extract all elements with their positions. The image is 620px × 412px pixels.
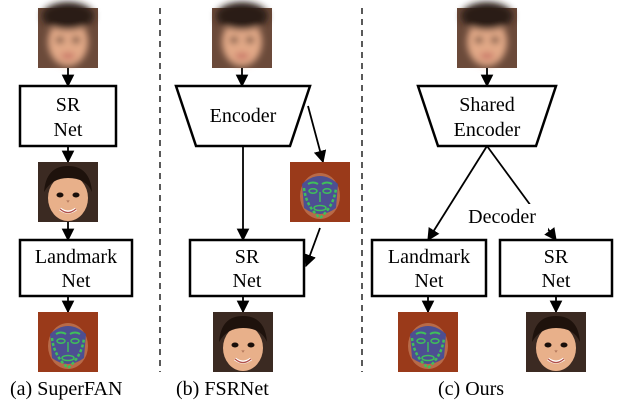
- encoder-trapezoid: [174, 84, 312, 148]
- arrow: [304, 227, 321, 268]
- landmark-net-box: [18, 238, 134, 298]
- decoder-label: Decoder: [468, 206, 536, 228]
- sr-net-box: [18, 84, 118, 148]
- landmark-net-label-line1: Landmark: [388, 246, 470, 268]
- landmark-face-image: [396, 310, 460, 374]
- landmark-net-label-line2: Net: [415, 270, 444, 292]
- sr-net-label-line2: Net: [542, 270, 571, 292]
- landmark-face-image: [36, 310, 100, 374]
- landmark-net-box: [370, 238, 488, 298]
- high-res-face-image: [36, 160, 100, 224]
- caption-superfan: (a) SuperFAN: [10, 378, 123, 400]
- shared-encoder-label-line1: Shared: [459, 94, 515, 116]
- high-res-face-image: [524, 310, 588, 374]
- landmark-face-image: [288, 160, 352, 224]
- sr-net-label-line1: SR: [56, 94, 81, 116]
- column-fsrnet: Encoder SR Net: [174, 2, 352, 374]
- arrow: [427, 145, 488, 242]
- low-res-face-image: [457, 2, 517, 68]
- caption-fsrnet: (b) FSRNet: [176, 378, 269, 400]
- sr-net-label-line2: Net: [54, 119, 83, 141]
- landmark-net-label-line2: Net: [62, 270, 91, 292]
- low-res-face-image: [212, 2, 272, 68]
- sr-net-box: [188, 238, 306, 298]
- encoder-label: Encoder: [210, 105, 277, 127]
- high-res-face-image: [211, 310, 275, 374]
- caption-ours: (c) Ours: [438, 378, 505, 400]
- column-superfan: SR Net Landmark Net: [18, 2, 134, 374]
- landmark-net-label-line1: Landmark: [35, 246, 117, 268]
- shared-encoder-trapezoid: [416, 84, 558, 148]
- sr-net-label-line2: Net: [233, 270, 262, 292]
- decoder-label-bg: [456, 204, 548, 230]
- shared-encoder-label-line2: Encoder: [454, 119, 521, 141]
- low-res-face-image: [38, 2, 98, 68]
- arrow: [307, 105, 327, 164]
- sr-net-label-line1: SR: [235, 246, 260, 268]
- sr-net-box: [498, 238, 614, 298]
- sr-net-label-line1: SR: [544, 246, 569, 268]
- column-ours: Shared Encoder Decoder Landmark Net SR N…: [370, 2, 614, 374]
